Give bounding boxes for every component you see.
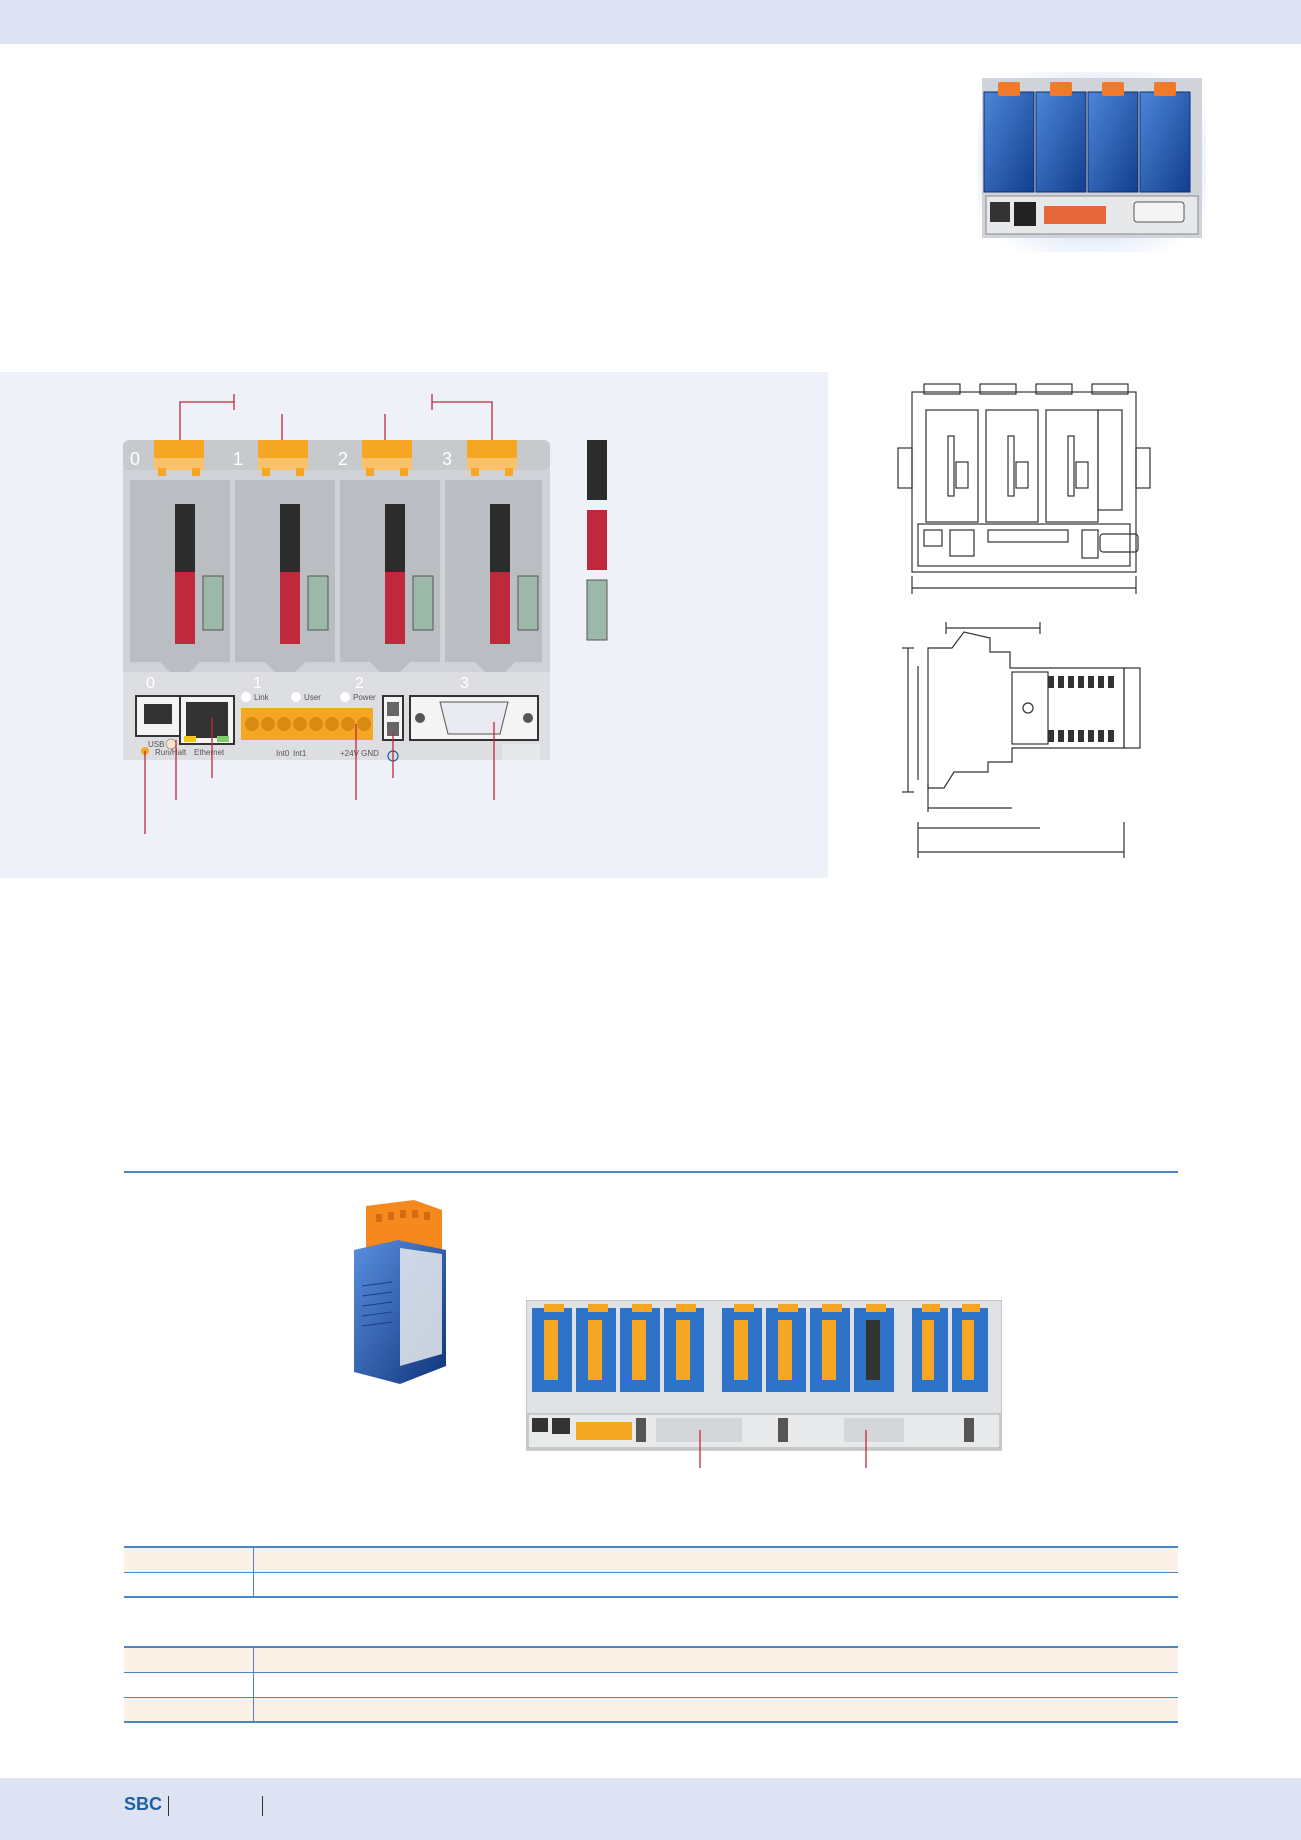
svg-text:1: 1 <box>253 675 262 692</box>
table-cell-value <box>253 1571 1178 1598</box>
table-row <box>124 1571 1178 1598</box>
int0-label: Int0 <box>276 749 290 758</box>
table-row <box>124 1646 1178 1673</box>
user-led-label: User <box>304 693 321 702</box>
section-divider <box>124 1171 1178 1173</box>
table-cell-value <box>253 1671 1178 1698</box>
slot-label-1: 1 <box>233 449 243 469</box>
table-cell-value <box>253 1696 1178 1723</box>
io-module-photo <box>354 1200 446 1384</box>
slot-label-0: 0 <box>130 449 140 469</box>
ethernet-label: Ethernet <box>194 748 225 757</box>
footer-separator <box>262 1796 263 1816</box>
table-cell-key <box>124 1571 254 1598</box>
spec-table-1 <box>124 1546 1178 1598</box>
power-terminal-label: +24V GND <box>340 749 379 758</box>
bottom-callouts <box>144 718 495 834</box>
footer-separator <box>168 1796 169 1816</box>
slot-connectors <box>175 504 539 644</box>
int1-label: Int1 <box>293 749 307 758</box>
svg-text:2: 2 <box>355 675 364 692</box>
svg-text:0: 0 <box>146 675 155 692</box>
table-row <box>124 1696 1178 1723</box>
table-cell-value <box>253 1546 1178 1573</box>
rack-callouts <box>699 1430 867 1468</box>
table-row <box>124 1671 1178 1698</box>
bottom-footer-band <box>0 1778 1301 1840</box>
brand-logo: SBC <box>124 1794 163 1814</box>
spec-table-2 <box>124 1646 1178 1723</box>
connector-legend <box>586 440 608 641</box>
module-diagram: 0 1 2 3 0 1 2 3 USB <box>123 394 608 834</box>
table-cell-key <box>124 1696 254 1723</box>
table-cell-key <box>124 1646 254 1673</box>
plc-base-module-photo <box>978 72 1206 252</box>
top-header-band <box>0 0 1301 44</box>
svg-text:3: 3 <box>460 675 469 692</box>
slot-number-marks: 0 1 2 3 <box>130 449 452 469</box>
slot-label-2: 2 <box>338 449 348 469</box>
dimension-drawing-front <box>897 383 1151 594</box>
slot-latches <box>154 440 517 476</box>
extended-rack-photo <box>526 1300 1002 1451</box>
table-row <box>124 1546 1178 1573</box>
dimension-drawing-side <box>902 622 1141 858</box>
slot-label-3: 3 <box>442 449 452 469</box>
usb-label: USB <box>148 740 164 749</box>
table-cell-value <box>253 1646 1178 1673</box>
rack-module-group <box>532 1304 988 1392</box>
table-cell-key <box>124 1546 254 1573</box>
power-led-label: Power <box>353 693 376 702</box>
link-led-label: Link <box>254 693 270 702</box>
run-halt-label: Run/Halt <box>155 748 187 757</box>
table-cell-key <box>124 1671 254 1698</box>
